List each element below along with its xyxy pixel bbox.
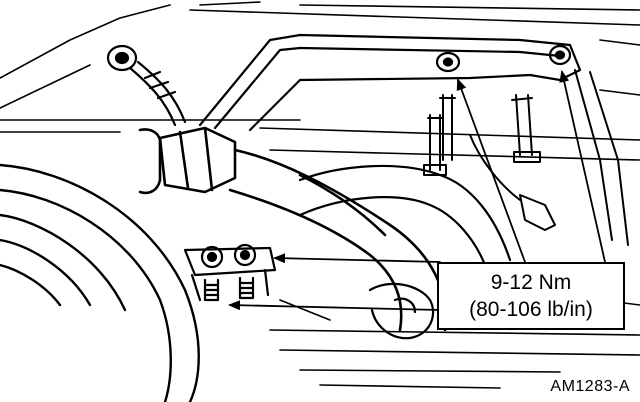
figure-id-label: AM1283-A [550,378,630,395]
ground-strap [106,44,187,127]
mounting-bracket [183,243,277,302]
torque-value-nm: 9-12 Nm [490,271,572,294]
background-structure [0,1,640,161]
sensor-studs [423,94,556,231]
torque-value-lbin: (80-106 lb/in) [469,298,593,321]
torque-callout: 9-12 Nm (80-106 lb/in) [437,262,625,330]
right-bracket-edge [574,69,629,246]
upper-bracket [198,33,582,132]
leader-lines [228,70,606,311]
circular-housing [0,163,200,402]
